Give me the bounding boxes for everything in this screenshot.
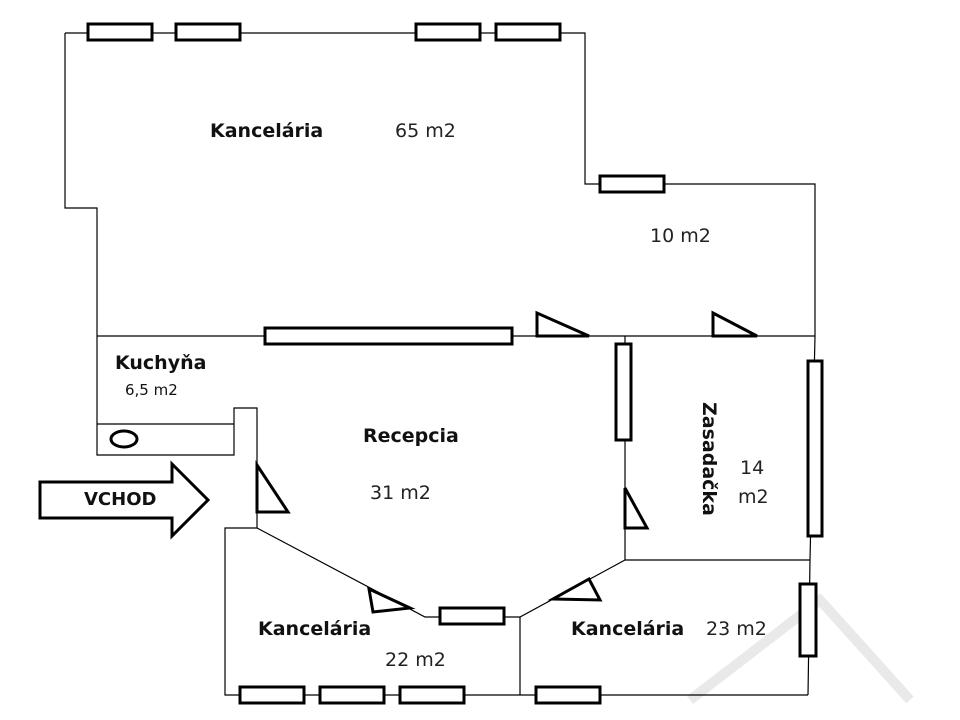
door-icon: [255, 460, 291, 514]
room-name-office-large: Kancelária: [210, 120, 324, 142]
doors: [255, 310, 758, 614]
room-name-reception: Recepcia: [363, 425, 459, 447]
outer-wall-left: [64, 33, 520, 696]
room-area-office-left: 22 m2: [385, 649, 446, 671]
room-area-office-right: 23 m2: [706, 618, 767, 640]
window: [806, 359, 824, 538]
room-area-meeting-number: 14: [740, 457, 765, 479]
window: [318, 685, 386, 705]
window: [494, 22, 562, 42]
door-icon: [711, 310, 758, 338]
door-icon: [367, 586, 416, 614]
window-interior: [263, 326, 514, 346]
outer-wall-top: [65, 32, 816, 336]
room-name-office-right: Kancelária: [571, 618, 685, 640]
window-interior: [614, 342, 633, 442]
door-icon: [535, 310, 590, 338]
entrance-arrow-icon: [38, 460, 211, 540]
window: [86, 22, 154, 42]
window: [598, 174, 666, 194]
door-icon: [623, 487, 650, 530]
window: [398, 685, 466, 705]
door-icon: [547, 576, 603, 602]
window: [238, 685, 306, 705]
watermark-roof-icon: [686, 593, 914, 704]
room-area-meeting-unit: m2: [738, 486, 769, 508]
room-name-office-left: Kancelária: [258, 618, 372, 640]
window-interior: [438, 606, 506, 626]
room-area-kitchen: 6,5 m2: [125, 381, 178, 399]
room-area-office-large: 65 m2: [395, 120, 456, 142]
window: [174, 22, 242, 42]
sink-icon: [109, 429, 139, 449]
room-area-annex: 10 m2: [650, 225, 711, 247]
window: [798, 582, 818, 658]
windows: [86, 22, 824, 705]
window: [534, 685, 602, 705]
window: [414, 22, 482, 42]
room-name-kitchen: Kuchyňa: [115, 352, 207, 374]
room-area-reception: 31 m2: [370, 482, 431, 504]
room-name-meeting: Zasadačka: [698, 402, 720, 516]
wall-reception-bottom: [256, 527, 626, 618]
entrance-label: VCHOD: [84, 489, 157, 510]
